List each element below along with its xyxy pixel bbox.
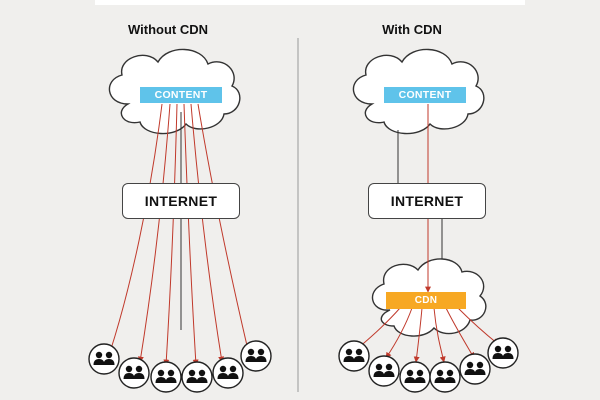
user-group-icon bbox=[459, 353, 491, 385]
user-group-icon bbox=[118, 357, 150, 389]
right-internet-box: INTERNET bbox=[368, 183, 486, 219]
left-content-label: CONTENT bbox=[140, 87, 222, 103]
user-group-icon bbox=[150, 361, 182, 393]
arrow-icon bbox=[183, 103, 199, 366]
arrow-icon bbox=[433, 307, 446, 363]
right-users bbox=[338, 337, 519, 393]
arrow-icon bbox=[197, 103, 250, 351]
user-group-icon bbox=[368, 355, 400, 387]
user-group-icon bbox=[399, 361, 431, 393]
right-panel-title: With CDN bbox=[382, 22, 442, 37]
right-connection-lines bbox=[397, 130, 443, 262]
left-panel-title: Without CDN bbox=[127, 22, 209, 37]
user-group-icon bbox=[181, 361, 213, 393]
arrow-icon bbox=[137, 103, 171, 363]
left-users bbox=[88, 340, 272, 393]
user-group-icon bbox=[88, 343, 120, 375]
left-arrows bbox=[108, 103, 250, 366]
arrow-icon bbox=[385, 307, 413, 359]
user-group-icon bbox=[429, 361, 461, 393]
top-strip bbox=[95, 0, 525, 5]
user-group-icon bbox=[240, 340, 272, 372]
user-group-icon bbox=[338, 340, 370, 372]
arrow-icon bbox=[413, 307, 423, 363]
cdn-label: CDN bbox=[386, 292, 466, 309]
user-group-icon bbox=[212, 357, 244, 389]
user-group-icon bbox=[487, 337, 519, 369]
arrow-icon bbox=[190, 103, 225, 363]
arrow-icon bbox=[163, 103, 178, 366]
arrow-icon bbox=[108, 103, 163, 353]
right-content-label: CONTENT bbox=[384, 87, 466, 103]
left-internet-box: INTERNET bbox=[122, 183, 240, 219]
